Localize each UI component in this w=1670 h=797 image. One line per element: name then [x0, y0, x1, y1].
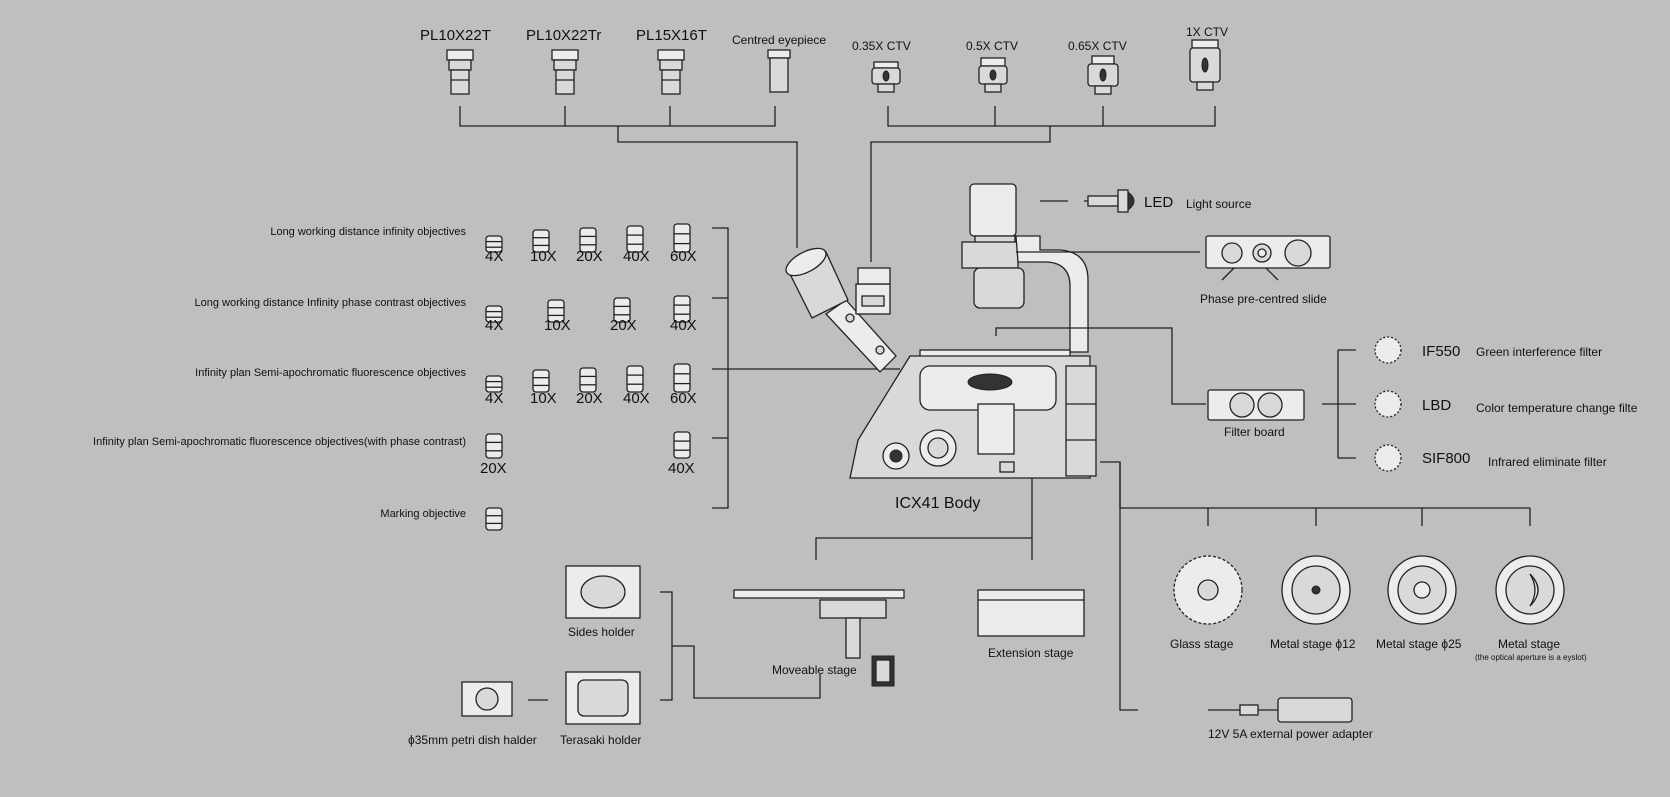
objective-icon: [626, 365, 644, 393]
objective-mag: 20X: [480, 460, 507, 477]
objective-row-label: Long working distance Infinity phase con…: [194, 297, 467, 309]
objective-icon: [673, 363, 691, 393]
centred-eyepiece-icon: [767, 49, 791, 93]
petri-holder-label: ϕ35mm petri dish halder: [408, 733, 537, 747]
eyepiece-label: PL10X22T: [420, 27, 491, 44]
stage-label: Metal stage ϕ12: [1270, 637, 1356, 651]
objective-icon: [485, 305, 503, 323]
stage-label: Glass stage: [1170, 637, 1234, 651]
objective-icon: [613, 297, 631, 323]
objective-icon: [485, 507, 503, 531]
filter-board-icon: [1207, 389, 1305, 421]
objective-mag: 4X: [485, 248, 504, 265]
slides-holder-icon: [565, 565, 641, 619]
objective-row-label: Infinity plan Semi-apochromatic fluoresc…: [93, 436, 466, 448]
eyepiece-icons: [446, 49, 791, 95]
ctv-icons: [871, 39, 1221, 95]
eyepiece-icon: [446, 49, 474, 95]
objective-mag: 20X: [576, 390, 603, 407]
light-source-label: Light source: [1186, 197, 1252, 211]
phase-slide-label: Phase pre-centred slide: [1200, 292, 1327, 306]
eyepiece-icon: [551, 49, 579, 95]
eyepiece-label: PL15X16T: [636, 27, 707, 44]
objective-mag: 10X: [544, 317, 571, 334]
ctv-icon: [978, 57, 1008, 93]
stage-label: Metal stage: [1498, 637, 1561, 651]
objective-icon: [532, 229, 550, 253]
objective-row-label: Infinity plan Semi-apochromatic fluoresc…: [195, 367, 466, 379]
objective-icon: [485, 375, 503, 393]
eyepiece-icon: [657, 49, 685, 95]
terasaki-holder-label: Terasaki holder: [560, 733, 642, 747]
extension-stage-label: Extension stage: [988, 646, 1074, 660]
ctv-label: 1X CTV: [1186, 25, 1229, 39]
objective-mag: 4X: [485, 317, 504, 334]
objective-mag: 10X: [530, 248, 557, 265]
stage-note: (the optical aperture is a eyslot): [1475, 653, 1587, 662]
objective-row-label: Marking objective: [380, 508, 466, 520]
objective-mag: 40X: [623, 390, 650, 407]
body-label: ICX41 Body: [895, 495, 981, 512]
filter-code: IF550: [1422, 343, 1461, 360]
filter-board-label: Filter board: [1224, 425, 1285, 439]
filter-icons: [1374, 336, 1402, 472]
moveable-stage-label: Moveable stage: [772, 663, 857, 677]
power-adapter-icon: [1208, 697, 1353, 723]
objective-icon: [579, 227, 597, 253]
stage-plate-icons: [1173, 555, 1565, 625]
objective-row-label: Long working distance infinity objective…: [270, 226, 466, 238]
objective-mag: 60X: [670, 248, 697, 265]
objective-icons: [485, 223, 691, 531]
filter-label: Color temperature change filte: [1476, 401, 1638, 415]
stage-label: Metal stage ϕ25: [1376, 637, 1462, 651]
filter-code: LBD: [1422, 397, 1452, 414]
petri-dish-holder-icon: [461, 681, 513, 717]
objective-icon: [485, 433, 503, 459]
objective-icon: [673, 223, 691, 253]
objective-icon: [485, 235, 503, 253]
led-lamp-icon: [1084, 189, 1135, 213]
phase-slide-icon: [1205, 235, 1331, 281]
objective-icon: [673, 295, 691, 323]
extension-stage-icon: [977, 589, 1085, 637]
objective-mag: 20X: [576, 248, 603, 265]
objective-mag: 60X: [670, 390, 697, 407]
objective-icon: [673, 431, 691, 459]
led-code: LED: [1144, 194, 1174, 211]
filter-code: SIF800: [1422, 450, 1471, 467]
objective-mag: 40X: [623, 248, 650, 265]
moveable-stage-icon: [733, 589, 905, 687]
power-adapter-label: 12V 5A external power adapter: [1208, 727, 1373, 741]
filter-label: Green interference filter: [1476, 345, 1603, 359]
ctv-label: 0.5X CTV: [966, 39, 1019, 53]
ctv-icon: [1087, 55, 1119, 95]
objective-mag: 40X: [670, 317, 697, 334]
microscope-body-drawing: [785, 183, 1097, 479]
ctv-icon: [871, 61, 901, 93]
terasaki-holder-icon: [565, 671, 641, 725]
ctv-label: 0.35X CTV: [852, 39, 911, 53]
filter-label: Infrared eliminate filter: [1488, 455, 1607, 469]
objective-icon: [547, 299, 565, 323]
objective-icon: [626, 225, 644, 253]
objective-mag: 40X: [668, 460, 695, 477]
ctv-label: 0.65X CTV: [1068, 39, 1127, 53]
objective-mag: 20X: [610, 317, 637, 334]
objective-mag: 4X: [485, 390, 504, 407]
objective-icon: [579, 367, 597, 393]
eyepiece-label: Centred eyepiece: [732, 33, 827, 47]
ctv-icon: [1189, 39, 1221, 91]
objective-mag: 10X: [530, 390, 557, 407]
objective-icon: [532, 369, 550, 393]
slides-holder-label: Sides holder: [568, 625, 635, 639]
eyepiece-label: PL10X22Tr: [526, 27, 602, 44]
